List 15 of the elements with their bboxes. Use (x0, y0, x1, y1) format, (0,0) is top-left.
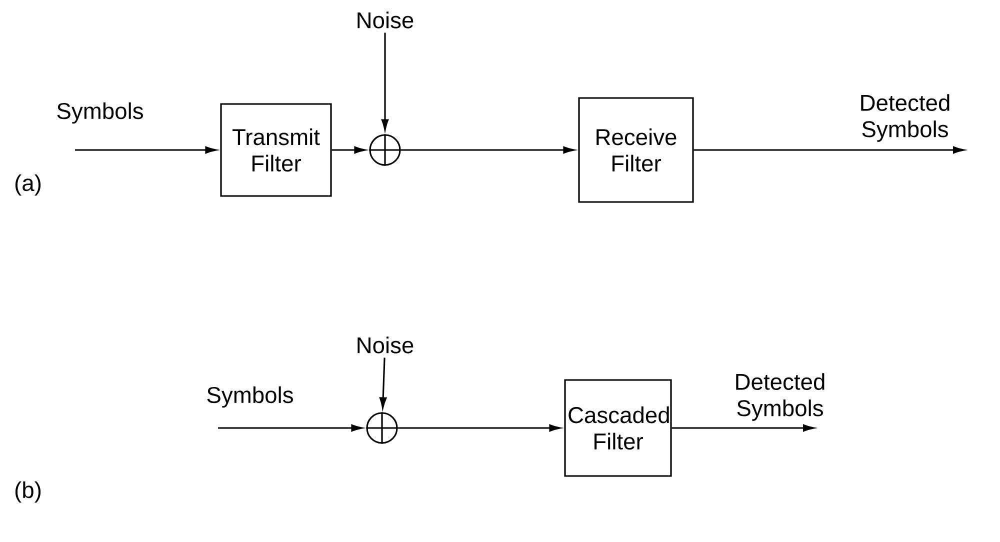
summing-junction (366, 412, 398, 444)
edge-label: Symbols (57, 102, 143, 124)
panel-label: (a) (15, 174, 41, 196)
signal-label: Noise (358, 336, 414, 354)
signal-label: Noise (358, 12, 414, 28)
edge-label: Detected Symbols (861, 94, 950, 142)
filter-box: Transmit Filter (220, 103, 332, 197)
panel-label: (b) (15, 481, 41, 503)
arrow (694, 146, 964, 154)
summing-junction (369, 134, 401, 166)
filter-box: Receive Filter (578, 97, 694, 203)
edge-label: Detected Symbols (736, 373, 824, 421)
arrow (672, 424, 814, 432)
edge-label: Symbols (207, 386, 293, 408)
filter-box: Cascaded Filter (564, 379, 672, 477)
